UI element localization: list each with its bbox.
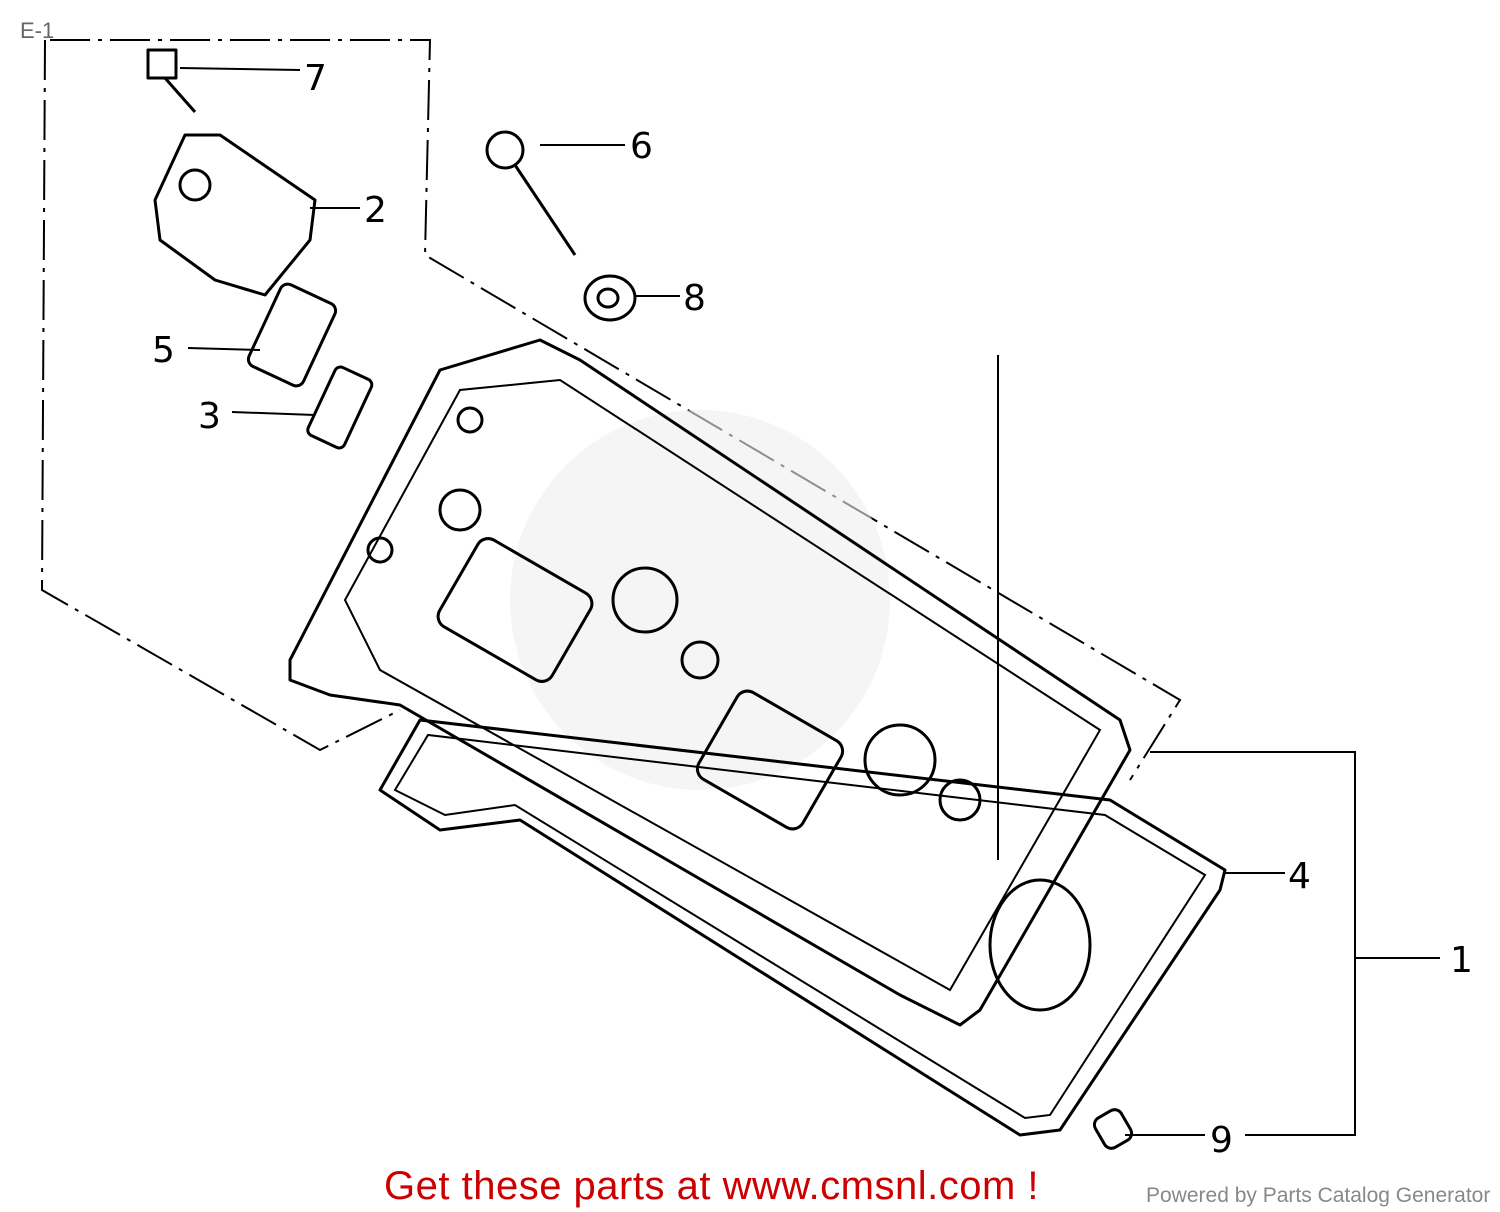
part-gasket [378,718,1227,1137]
plug-hole-4 [863,723,937,797]
callout-9: 9 [1210,1120,1233,1161]
plug-hole-1 [436,537,594,683]
powered-by-text: Powered by Parts Catalog Generator [1146,1184,1491,1207]
callout-7: 7 [304,58,327,99]
leader-lines [179,67,1440,1136]
assembly-frame [40,39,1182,781]
callout-4: 4 [1288,856,1311,897]
watermark-logo [510,410,890,790]
diagram-reference-code: E-1 [20,18,55,43]
part-bolt-6 [485,130,577,256]
callout-3: 3 [198,396,221,437]
part-washer-8 [583,274,637,322]
part-grommet-3 [306,365,374,450]
callout-5: 5 [152,330,175,371]
part-cap-2 [153,133,317,297]
callout-2: 2 [364,190,387,231]
promo-link[interactable]: Get these parts at www.cmsnl.com ! [384,1164,1039,1208]
plug-hole-2 [611,566,679,634]
part-cylinder-head-cover [288,338,1132,1027]
callout-1: 1 [1450,940,1473,981]
part-bolt-7 [146,48,197,113]
callout-8: 8 [683,278,706,319]
part-seal-5 [246,282,338,388]
plug-hole-3 [695,689,845,831]
part-grommet-9 [1092,1108,1134,1150]
callout-6: 6 [630,126,653,167]
